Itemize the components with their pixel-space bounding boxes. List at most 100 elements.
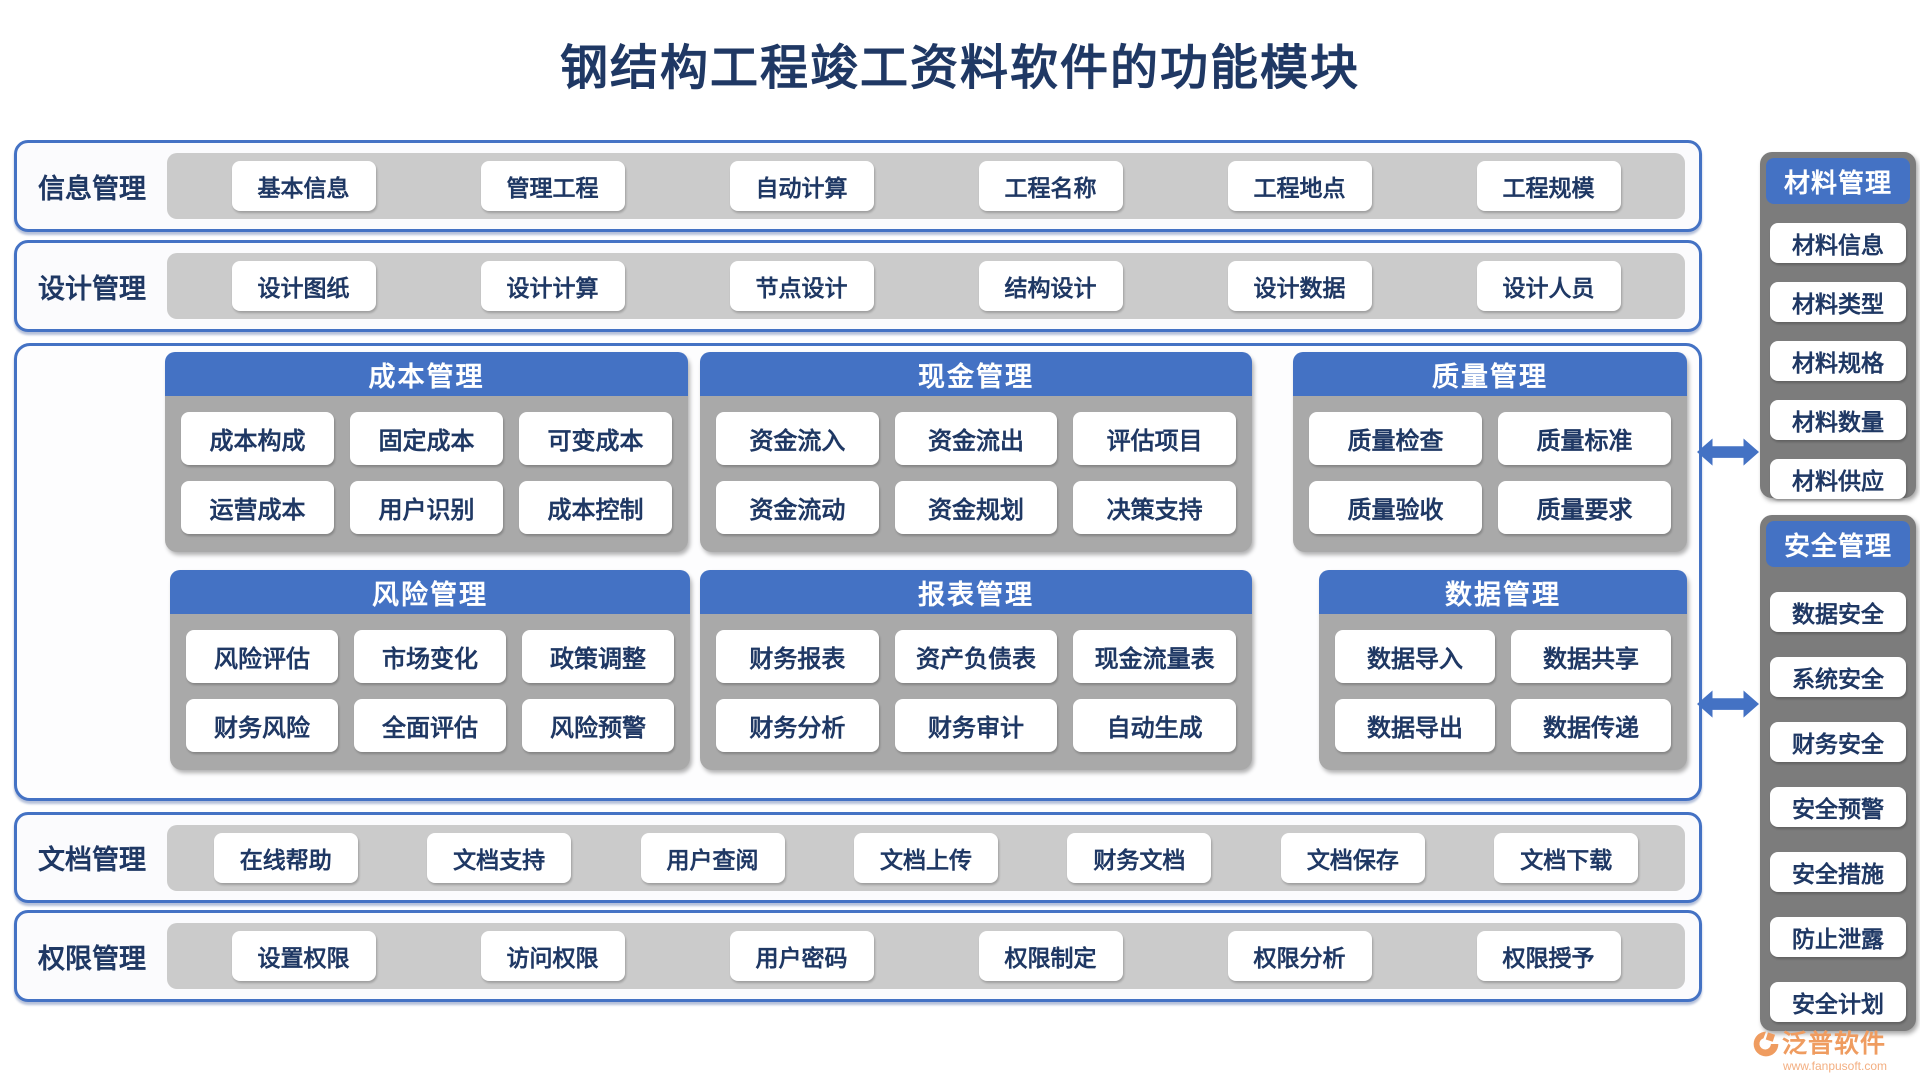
- feature-button[interactable]: 材料信息: [1770, 223, 1906, 263]
- feature-button[interactable]: 自动生成: [1073, 699, 1236, 752]
- panel-list: 数据安全系统安全财务安全安全预警安全措施防止泄露安全计划: [1760, 592, 1916, 1022]
- block-data-management: 数据管理 数据导入数据共享数据导出数据传递: [1319, 570, 1687, 770]
- logo-url[interactable]: www.fanpusoft.com: [1782, 1059, 1888, 1073]
- block-title: 数据管理: [1319, 570, 1687, 614]
- feature-button[interactable]: 资金规划: [894, 481, 1058, 534]
- feature-button[interactable]: 文档上传: [853, 832, 998, 883]
- feature-button[interactable]: 财务分析: [716, 699, 879, 752]
- feature-button[interactable]: 政策调整: [522, 630, 674, 683]
- feature-button[interactable]: 成本控制: [519, 481, 672, 534]
- feature-button[interactable]: 数据导出: [1335, 699, 1495, 752]
- band-tray: 设置权限 访问权限 用户密码 权限制定 权限分析 权限授予: [167, 923, 1685, 989]
- feature-button[interactable]: 固定成本: [350, 412, 503, 465]
- feature-button[interactable]: 用户识别: [350, 481, 503, 534]
- feature-button[interactable]: 现金流量表: [1073, 630, 1236, 683]
- feature-button[interactable]: 管理工程: [480, 161, 625, 211]
- block-cost-management: 成本管理 成本构成固定成本可变成本运营成本用户识别成本控制: [165, 352, 688, 552]
- feature-button[interactable]: 质量要求: [1498, 481, 1671, 534]
- feature-button[interactable]: 设置权限: [231, 931, 376, 981]
- main-modules-container: 成本管理 成本构成固定成本可变成本运营成本用户识别成本控制 现金管理 资金流入资…: [14, 343, 1702, 801]
- feature-button[interactable]: 权限分析: [1227, 931, 1372, 981]
- band-tray: 在线帮助 文档支持 用户查阅 文档上传 财务文档 文档保存 文档下载: [167, 824, 1685, 891]
- block-title: 质量管理: [1293, 352, 1687, 396]
- feature-button[interactable]: 数据安全: [1770, 592, 1906, 632]
- feature-button[interactable]: 质量检查: [1309, 412, 1482, 465]
- feature-button[interactable]: 数据导入: [1335, 630, 1495, 683]
- feature-button[interactable]: 运营成本: [181, 481, 334, 534]
- feature-button[interactable]: 设计人员: [1476, 261, 1621, 311]
- feature-button[interactable]: 评估项目: [1073, 412, 1236, 465]
- double-arrow-icon: [1697, 684, 1759, 724]
- feature-button[interactable]: 用户查阅: [640, 832, 785, 883]
- feature-button[interactable]: 工程名称: [978, 161, 1123, 211]
- feature-button[interactable]: 数据共享: [1511, 630, 1671, 683]
- feature-button[interactable]: 结构设计: [978, 261, 1123, 311]
- block-title: 成本管理: [165, 352, 688, 396]
- feature-button[interactable]: 财务文档: [1067, 832, 1212, 883]
- feature-button[interactable]: 文档保存: [1280, 832, 1425, 883]
- feature-button[interactable]: 成本构成: [181, 412, 334, 465]
- feature-button[interactable]: 防止泄露: [1770, 917, 1906, 957]
- block-cash-management: 现金管理 资金流入资金流出评估项目资金流动资金规划决策支持: [700, 352, 1252, 552]
- feature-button[interactable]: 可变成本: [519, 412, 672, 465]
- feature-button[interactable]: 质量验收: [1309, 481, 1482, 534]
- feature-button[interactable]: 材料数量: [1770, 400, 1906, 440]
- feature-button[interactable]: 质量标准: [1498, 412, 1671, 465]
- feature-button[interactable]: 资产负债表: [894, 630, 1058, 683]
- feature-button[interactable]: 访问权限: [480, 931, 625, 981]
- feature-button[interactable]: 材料类型: [1770, 282, 1906, 322]
- feature-button[interactable]: 风险评估: [186, 630, 338, 683]
- feature-button[interactable]: 设计计算: [480, 261, 625, 311]
- feature-button[interactable]: 文档支持: [427, 832, 572, 883]
- block-risk-management: 风险管理 风险评估市场变化政策调整财务风险全面评估风险预警: [170, 570, 690, 770]
- feature-button[interactable]: 决策支持: [1073, 481, 1236, 534]
- feature-button[interactable]: 设计图纸: [231, 261, 376, 311]
- feature-button[interactable]: 材料供应: [1770, 459, 1906, 499]
- feature-button[interactable]: 财务审计: [894, 699, 1058, 752]
- feature-button[interactable]: 财务安全: [1770, 722, 1906, 762]
- panel-title: 材料管理: [1766, 158, 1910, 204]
- feature-button[interactable]: 资金流入: [716, 412, 879, 465]
- feature-button[interactable]: 数据传递: [1511, 699, 1671, 752]
- feature-button[interactable]: 系统安全: [1770, 657, 1906, 697]
- band-info-management: 信息管理 基本信息管理工程自动计算工程名称工程地点工程规模: [14, 140, 1702, 232]
- feature-button[interactable]: 财务报表: [716, 630, 879, 683]
- feature-button[interactable]: 安全预警: [1770, 787, 1906, 827]
- logo-name: 泛普软件: [1782, 1030, 1887, 1058]
- double-arrow-icon: [1697, 432, 1759, 472]
- feature-button[interactable]: 节点设计: [729, 261, 874, 311]
- feature-button[interactable]: 在线帮助: [213, 832, 358, 883]
- band-design-management: 设计管理 设计图纸 设计计算 节点设计 结构设计 设计数据 设计人员: [14, 240, 1702, 332]
- feature-button[interactable]: 用户密码: [729, 931, 874, 981]
- feature-button[interactable]: 工程地点: [1227, 161, 1372, 211]
- band-label: 权限管理: [38, 943, 146, 974]
- feature-button[interactable]: 权限制定: [978, 931, 1123, 981]
- panel-list: 材料信息材料类型材料规格材料数量材料供应: [1760, 223, 1916, 499]
- feature-button[interactable]: 安全措施: [1770, 852, 1906, 892]
- band-tray: 基本信息 管理工程 自动计算 工程名称 工程地点 工程规模: [167, 153, 1685, 219]
- feature-button[interactable]: 权限授予: [1476, 931, 1621, 981]
- feature-button[interactable]: 财务风险: [186, 699, 338, 752]
- feature-button[interactable]: 资金流出: [894, 412, 1058, 465]
- feature-button[interactable]: 市场变化: [354, 630, 506, 683]
- block-title: 现金管理: [700, 352, 1252, 396]
- feature-button[interactable]: 材料规格: [1770, 341, 1906, 381]
- band-label: 设计管理: [38, 273, 146, 304]
- feature-button[interactable]: 资金流动: [716, 481, 879, 534]
- logo-icon: [1752, 1030, 1780, 1058]
- block-report-management: 报表管理 财务报表资产负债表现金流量表财务分析财务审计自动生成: [700, 570, 1252, 770]
- block-body: 质量检查质量标准质量验收质量要求: [1293, 396, 1687, 552]
- band-label: 文档管理: [38, 845, 146, 875]
- feature-button[interactable]: 文档下载: [1494, 832, 1639, 883]
- feature-button[interactable]: 设计数据: [1227, 261, 1372, 311]
- feature-button[interactable]: 基本信息: [231, 161, 376, 211]
- feature-button[interactable]: 风险预警: [522, 699, 674, 752]
- band-tray: 设计图纸 设计计算 节点设计 结构设计 设计数据 设计人员: [167, 253, 1685, 319]
- block-title: 报表管理: [700, 570, 1252, 614]
- band-permission-management: 权限管理 设置权限 访问权限 用户密码 权限制定 权限分析 权限授予: [14, 910, 1702, 1002]
- feature-button[interactable]: 自动计算: [729, 161, 874, 211]
- feature-button[interactable]: 全面评估: [354, 699, 506, 752]
- feature-button[interactable]: 安全计划: [1770, 982, 1906, 1022]
- feature-button[interactable]: 工程规模: [1476, 161, 1621, 211]
